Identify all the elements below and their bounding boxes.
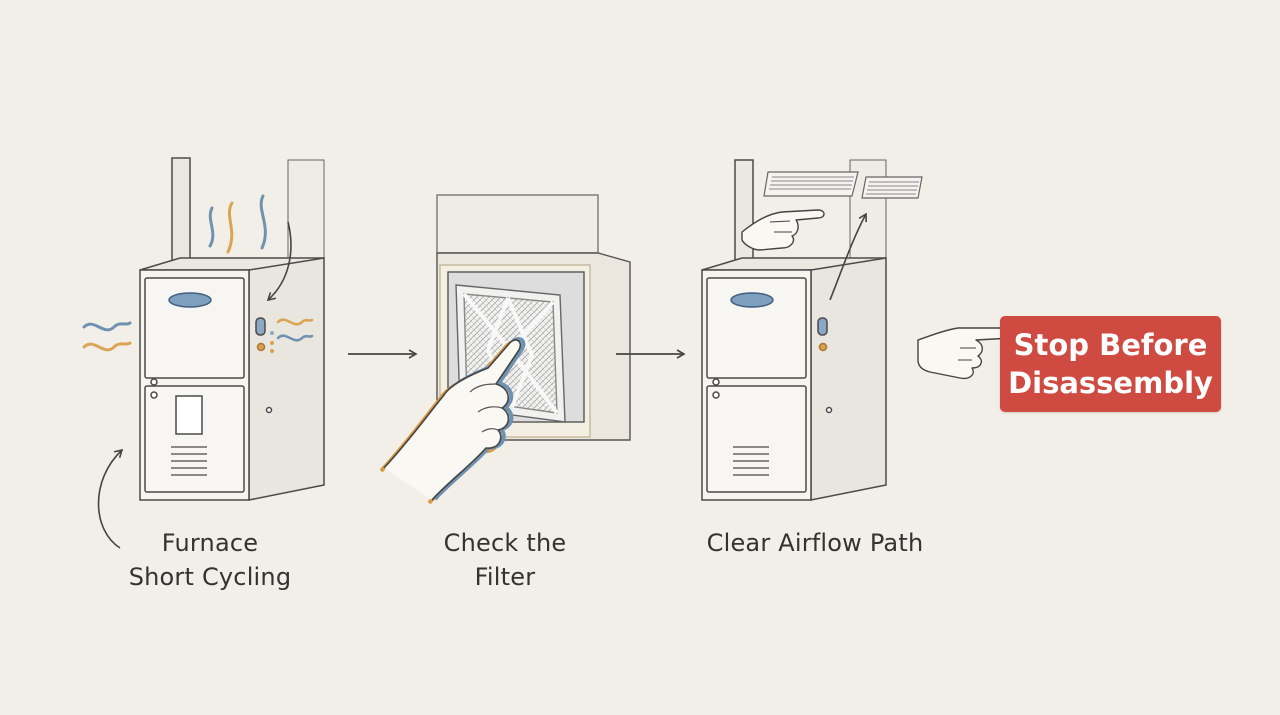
furnace-icon xyxy=(701,159,887,501)
curved-arrow-icon xyxy=(829,212,868,301)
warning-line: Stop Before xyxy=(1013,328,1208,362)
pointing-hand-icon xyxy=(741,209,825,251)
step-caption-furnace: Furnace Short Cycling xyxy=(110,526,310,594)
step-caption-filter: Check the Filter xyxy=(415,526,595,594)
pointing-hand-icon xyxy=(917,327,1021,380)
curved-arrow-icon xyxy=(266,221,292,302)
warning-line: Disassembly xyxy=(1008,366,1213,400)
step-caption-airflow: Clear Airflow Path xyxy=(690,526,940,560)
pointing-hand-icon xyxy=(379,337,526,505)
caption-line: Clear Airflow Path xyxy=(706,529,924,557)
curved-arrow-icon xyxy=(97,448,124,549)
vent-grille-icon xyxy=(763,171,859,197)
caption-line: Furnace xyxy=(161,529,259,557)
stop-warning-badge: Stop Before Disassembly xyxy=(1000,316,1221,412)
status-lights xyxy=(270,331,274,353)
heat-wave-icon xyxy=(208,194,267,254)
heat-wave-icon xyxy=(276,318,314,342)
furnace-icon xyxy=(139,157,325,501)
caption-line: Check the xyxy=(443,529,567,557)
caption-line: Short Cycling xyxy=(128,563,292,591)
vent-grille-icon xyxy=(861,176,923,199)
heat-wave-icon xyxy=(82,321,132,352)
caption-line: Filter xyxy=(474,563,536,591)
